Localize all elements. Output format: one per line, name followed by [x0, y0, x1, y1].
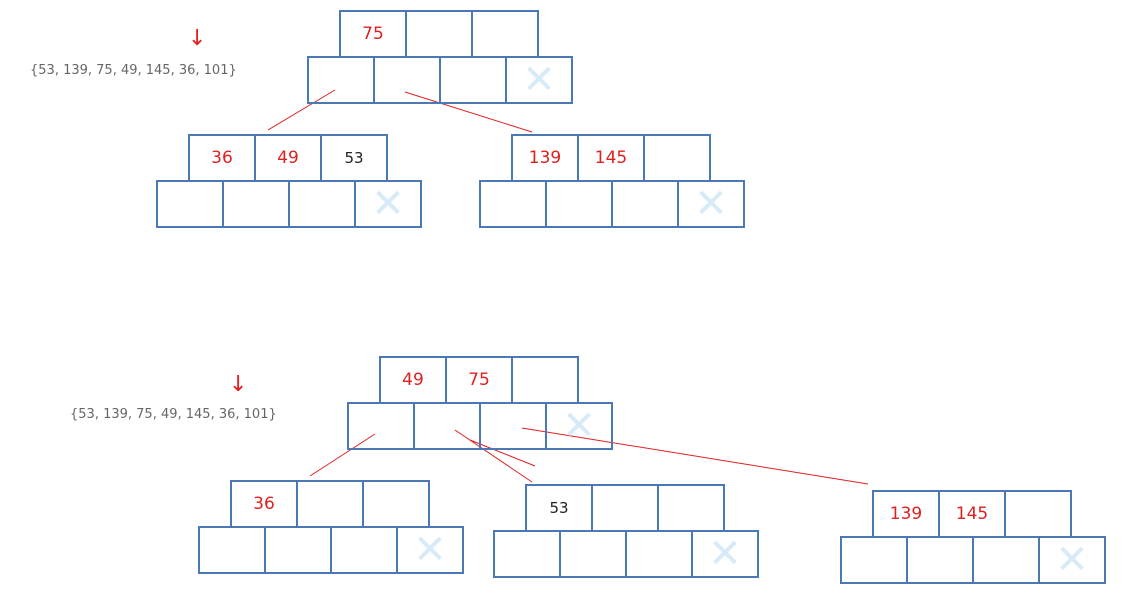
child2a-ptr-null-icon: [396, 526, 464, 574]
child2a-ptr-2: [264, 526, 332, 574]
child1a-ptr-null-icon: [354, 180, 422, 228]
child2b-key-3: [657, 484, 725, 532]
child2c-ptr-1: [840, 536, 908, 584]
child2a-ptr-3: [330, 526, 398, 574]
root1-ptr-2: [373, 56, 441, 104]
child2b-ptr-3: [625, 530, 693, 578]
child2b-ptr-1: [493, 530, 561, 578]
child2b-key-2: [591, 484, 659, 532]
child2b-ptr-2: [559, 530, 627, 578]
root-node-1: 75: [307, 10, 573, 104]
child1a-ptr-3: [288, 180, 356, 228]
root2-ptr-1: [347, 402, 415, 450]
root1-key-2: [405, 10, 473, 58]
child1b-key-3: [643, 134, 711, 182]
child1b-ptr-3: [611, 180, 679, 228]
child2b-key-1: 53: [525, 484, 593, 532]
child1a-key-2: 49: [254, 134, 322, 182]
child-node-2a: 36: [198, 480, 464, 574]
child2c-ptr-3: [972, 536, 1040, 584]
root2-key-2: 75: [445, 356, 513, 404]
child1a-key-3: 53: [320, 134, 388, 182]
insert-arrow-2: ↓: [229, 372, 248, 397]
root2-ptr-null-icon: [545, 402, 613, 450]
child2a-key-1: 36: [230, 480, 298, 528]
root1-ptr-1: [307, 56, 375, 104]
child-node-2b: 53: [493, 484, 759, 578]
child1b-key-2: 145: [577, 134, 645, 182]
root2-key-1: 49: [379, 356, 447, 404]
child2a-key-2: [296, 480, 364, 528]
child2c-key-1: 139: [872, 490, 940, 538]
child-node-2c: 139 145: [840, 490, 1106, 584]
child2b-ptr-null-icon: [691, 530, 759, 578]
child1a-ptr-1: [156, 180, 224, 228]
child1b-ptr-2: [545, 180, 613, 228]
child2a-key-3: [362, 480, 430, 528]
root2-ptr-3: [479, 402, 547, 450]
root-node-2: 49 75: [347, 356, 613, 450]
root1-key-1: 75: [339, 10, 407, 58]
child1a-key-1: 36: [188, 134, 256, 182]
root1-ptr-null-icon: [505, 56, 573, 104]
root2-key-3: [511, 356, 579, 404]
child2c-ptr-2: [906, 536, 974, 584]
child-node-1b: 139 145: [479, 134, 745, 228]
root1-key-3: [471, 10, 539, 58]
child1b-ptr-null-icon: [677, 180, 745, 228]
child2c-key-3: [1004, 490, 1072, 538]
child2c-ptr-null-icon: [1038, 536, 1106, 584]
insert-sequence-1: {53, 139, 75, 49, 145, 36, 101}: [30, 63, 237, 78]
child1a-ptr-2: [222, 180, 290, 228]
root2-ptr-2: [413, 402, 481, 450]
root1-ptr-3: [439, 56, 507, 104]
child2c-key-2: 145: [938, 490, 1006, 538]
child-node-1a: 36 49 53: [156, 134, 422, 228]
child1b-ptr-1: [479, 180, 547, 228]
child2a-ptr-1: [198, 526, 266, 574]
insert-sequence-2: {53, 139, 75, 49, 145, 36, 101}: [70, 407, 277, 422]
child1b-key-1: 139: [511, 134, 579, 182]
insert-arrow-1: ↓: [188, 26, 207, 51]
